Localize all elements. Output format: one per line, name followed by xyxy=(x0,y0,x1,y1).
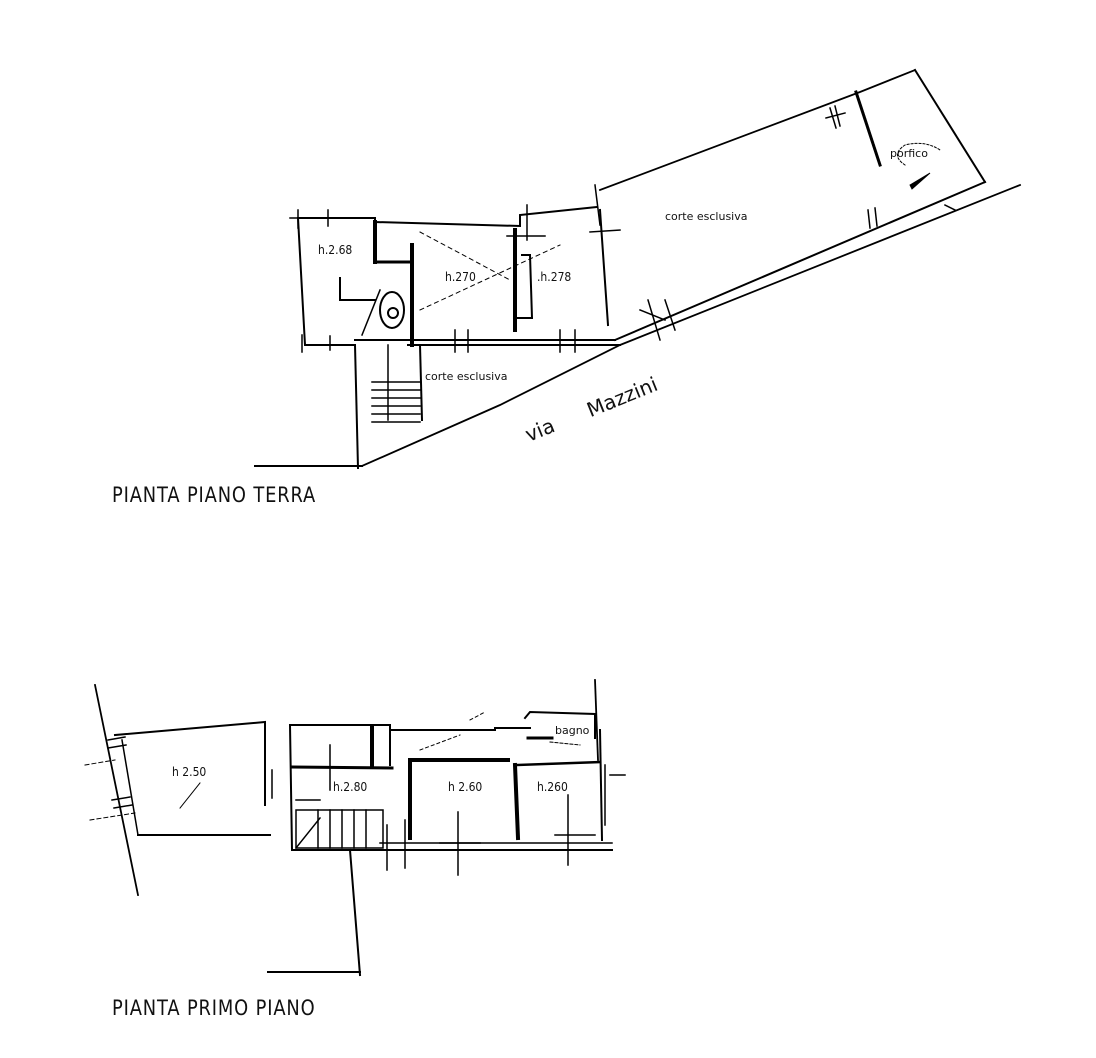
first-floor-plan xyxy=(84,679,626,977)
area-label: corte esclusiva xyxy=(665,210,748,223)
room-label: h.2.80 xyxy=(333,780,368,794)
plan-title: PIANTA PRIMO PIANO xyxy=(112,996,316,1020)
ground-floor-plan xyxy=(254,68,1022,470)
room-label: h.260 xyxy=(537,780,568,794)
room-label: bagno xyxy=(555,724,590,737)
area-label: porfico xyxy=(890,147,928,160)
room-label: .h.278 xyxy=(537,270,572,284)
room-label: h.2.68 xyxy=(318,243,353,257)
area-label: corte esclusiva xyxy=(425,370,508,383)
plan-title: PIANTA PIANO TERRA xyxy=(112,483,317,507)
room-label: h.270 xyxy=(445,270,476,284)
room-label: h 2.50 xyxy=(172,765,207,779)
room-label: h 2.60 xyxy=(448,780,483,794)
